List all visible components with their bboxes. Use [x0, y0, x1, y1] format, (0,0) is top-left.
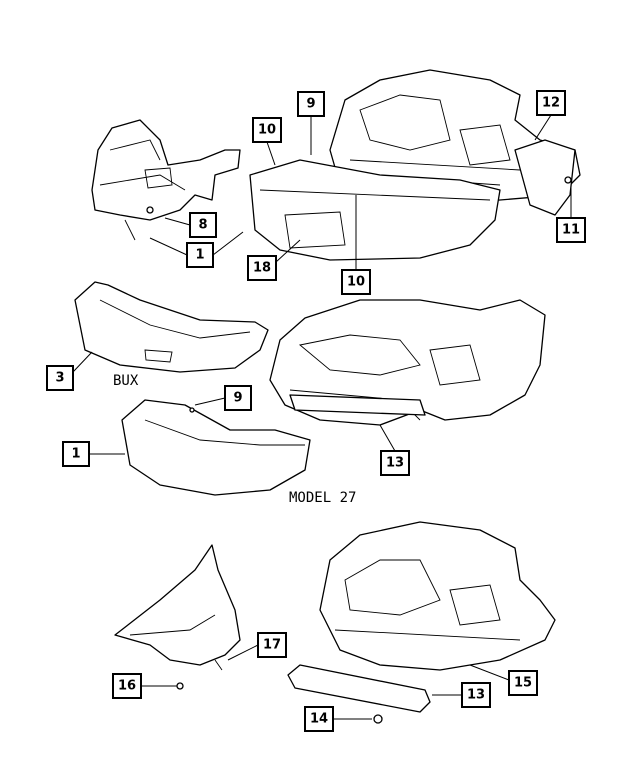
- svg-text:1: 1: [71, 447, 80, 462]
- callout-8: 8: [189, 212, 217, 238]
- svg-text:13: 13: [467, 688, 485, 703]
- svg-text:12: 12: [542, 96, 560, 111]
- callout-13-mid: 13: [380, 450, 410, 476]
- callout-1-mid: 1: [62, 441, 90, 467]
- svg-text:3: 3: [55, 371, 64, 386]
- callout-9-top: 9: [297, 91, 325, 117]
- callout-18: 18: [247, 255, 277, 281]
- caption-bux: BUX: [113, 373, 139, 389]
- svg-text:13: 13: [386, 456, 404, 471]
- fastener-icon: [189, 407, 195, 413]
- callout-14: 14: [304, 706, 334, 732]
- rear-quarter-left-top: [91, 119, 241, 241]
- caption-model-27: MODEL 27: [289, 490, 356, 506]
- bumper-fascia-model27: [121, 399, 311, 496]
- svg-text:1: 1: [195, 248, 204, 263]
- svg-text:10: 10: [347, 275, 365, 290]
- svg-text:18: 18: [253, 261, 271, 276]
- callout-16: 16: [112, 673, 142, 699]
- svg-text:11: 11: [562, 223, 580, 238]
- rear-body-middle: [269, 299, 546, 426]
- fastener-icon: [564, 176, 572, 184]
- callout-15: 15: [508, 670, 538, 696]
- svg-text:9: 9: [306, 97, 315, 112]
- svg-text:17: 17: [263, 638, 281, 653]
- fastener-icon: [146, 206, 154, 214]
- svg-text:15: 15: [514, 676, 532, 691]
- svg-text:9: 9: [233, 391, 242, 406]
- fastener-icon: [373, 714, 383, 724]
- quarter-panel-bottom: [114, 544, 241, 671]
- svg-text:8: 8: [198, 218, 207, 233]
- callout-12: 12: [536, 90, 566, 116]
- rebar-middle: [289, 394, 426, 416]
- callout-10-bottom: 10: [341, 269, 371, 295]
- bumper-fascia-top: [249, 159, 501, 261]
- callout-10-left: 10: [252, 117, 282, 143]
- callout-13-bottom: 13: [461, 682, 491, 708]
- callout-11: 11: [556, 217, 586, 243]
- bracket-right-top: [514, 139, 576, 216]
- fastener-icon: [176, 682, 184, 690]
- callout-17: 17: [257, 632, 287, 658]
- svg-text:10: 10: [258, 123, 276, 138]
- callout-3: 3: [46, 365, 74, 391]
- svg-text:14: 14: [310, 712, 328, 727]
- callout-1-top: 1: [186, 242, 214, 268]
- rebar-bottom: [287, 664, 431, 713]
- svg-text:16: 16: [118, 679, 136, 694]
- trunk-assembly-bottom: [319, 521, 556, 671]
- callout-9-mid: 9: [224, 385, 252, 411]
- bumper-fascia-bux: [74, 281, 269, 373]
